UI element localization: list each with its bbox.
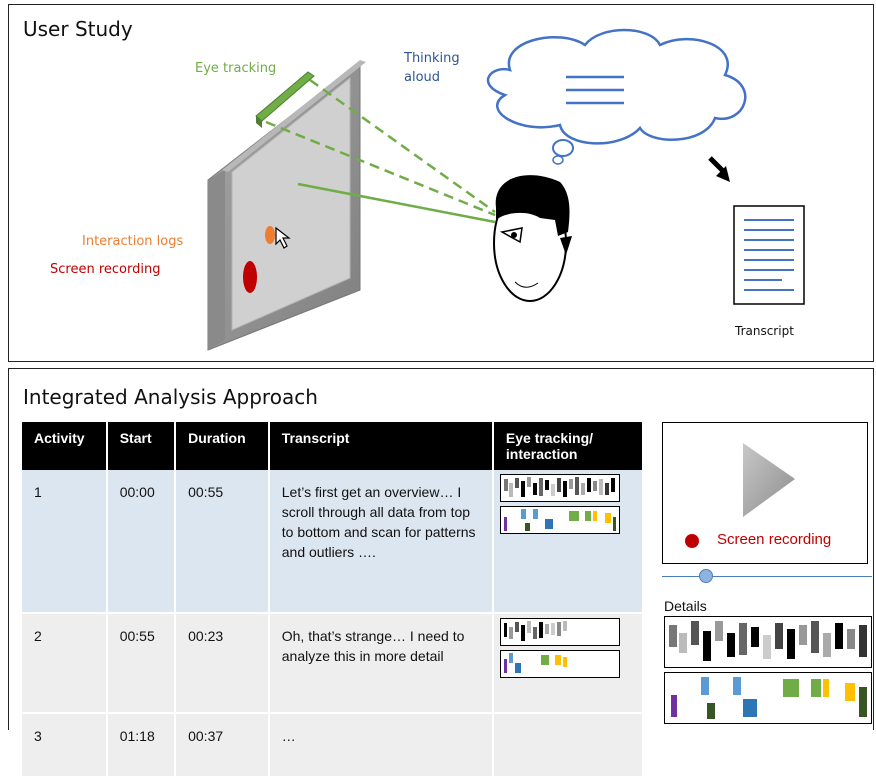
cursor-icon xyxy=(275,226,291,249)
eye-tracking-label: Eye tracking xyxy=(195,61,277,76)
interaction-logs-label: Interaction logs xyxy=(82,234,184,249)
header-duration: Duration xyxy=(175,422,270,470)
transcript-document-icon xyxy=(733,205,805,305)
gaze-lines xyxy=(265,78,496,224)
header-activity: Activity xyxy=(22,422,108,470)
cell-start: 00:55 xyxy=(106,613,177,714)
thinking-aloud-line1: Thinking xyxy=(404,51,460,66)
user-study-title: User Study xyxy=(23,17,133,41)
cell-transcript: Oh, that’s strange… I need to analyze th… xyxy=(268,613,494,714)
user-study-panel: User Study xyxy=(8,4,874,362)
cell-duration: 00:37 xyxy=(175,713,270,778)
cell-eye-tracking xyxy=(492,613,642,714)
cell-duration: 00:55 xyxy=(175,470,270,614)
person-head xyxy=(493,175,572,302)
user-study-illustration xyxy=(207,28,805,351)
cell-transcript: … xyxy=(268,713,494,778)
video-label: Screen recording xyxy=(717,531,832,548)
cell-activity: 1 xyxy=(22,470,108,614)
timeline-slider-track[interactable] xyxy=(662,576,872,577)
eye-tracker-bar xyxy=(255,71,315,128)
thinking-aloud-label: Thinking aloud xyxy=(404,49,460,87)
interaction-strip xyxy=(499,506,620,534)
table-row[interactable]: 3 01:18 00:37 … xyxy=(22,713,642,778)
arrow-icon xyxy=(708,156,730,182)
cell-transcript: Let’s first get an overview… I scroll th… xyxy=(268,470,494,614)
table-row[interactable]: 1 00:00 00:55 Let’s first get an overvie… xyxy=(22,470,642,614)
cell-eye-tracking xyxy=(492,713,642,778)
table-row[interactable]: 2 00:55 00:23 Oh, that’s strange… I need… xyxy=(22,613,642,714)
cell-activity: 3 xyxy=(22,713,108,778)
gaze-strip xyxy=(499,474,620,502)
cell-eye-tracking xyxy=(492,470,642,614)
table-header-row: Activity Start Duration Transcript Eye t… xyxy=(22,422,642,470)
header-start: Start xyxy=(106,422,177,470)
analysis-title: Integrated Analysis Approach xyxy=(23,385,318,409)
transcript-label: Transcript xyxy=(735,324,794,338)
thought-cloud xyxy=(486,28,747,165)
recording-marker xyxy=(243,261,257,293)
cell-start: 01:18 xyxy=(106,713,177,778)
details-label: Details xyxy=(664,598,707,614)
activity-table: Activity Start Duration Transcript Eye t… xyxy=(22,422,642,778)
header-eye-tracking: Eye tracking/ interaction xyxy=(492,422,642,470)
interaction-strip xyxy=(499,650,620,678)
thinking-aloud-line2: aloud xyxy=(404,70,441,85)
gaze-strip xyxy=(499,618,620,646)
interaction-marker xyxy=(265,226,275,244)
cell-duration: 00:23 xyxy=(175,613,270,714)
record-indicator-icon xyxy=(685,534,699,548)
details-interaction-strip xyxy=(664,672,872,724)
timeline-slider-handle[interactable] xyxy=(699,569,713,583)
play-icon[interactable] xyxy=(663,423,869,523)
cell-start: 00:00 xyxy=(106,470,177,614)
screen-recording-label: Screen recording xyxy=(50,262,161,277)
details-gaze-strip xyxy=(664,616,872,668)
video-player[interactable]: Screen recording xyxy=(662,422,868,564)
cell-activity: 2 xyxy=(22,613,108,714)
header-transcript: Transcript xyxy=(268,422,494,470)
